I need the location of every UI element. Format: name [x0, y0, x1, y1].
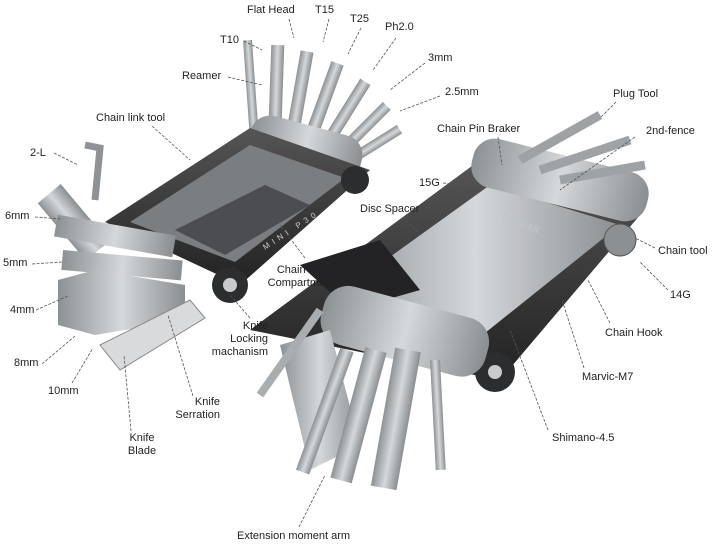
label-2-5mm: 2.5mm	[445, 86, 479, 98]
label-line: Serration	[175, 409, 220, 421]
label-t15: T15	[315, 4, 334, 16]
label-plug-tool: Plug Tool	[613, 88, 659, 100]
label-chain-link-compartment: Chain link Compartment	[258, 264, 344, 290]
label-10mm: 10mm	[48, 385, 79, 397]
label-line: Locking	[230, 333, 268, 345]
label-knife-serration: Knife Serration	[168, 396, 220, 422]
label-shimano-4-5: Shimano-4.5	[552, 432, 615, 444]
label-line: Knife	[242, 320, 268, 332]
label-extension-moment-arm: Extension moment arm	[237, 530, 351, 542]
label-line: machanism	[211, 346, 268, 358]
label-5mm: 5mm	[3, 257, 28, 269]
label-knife-locking-mechanism: Knife Locking machanism	[204, 320, 268, 359]
label-line: Chain link	[276, 264, 326, 276]
left-tool-hex-keys	[37, 141, 206, 371]
label-2nd-fence: 2nd-fence	[646, 125, 695, 137]
label-6mm: 6mm	[5, 210, 30, 222]
right-tool-hex-keys	[256, 285, 490, 491]
label-knife-blade: Knife Blade	[122, 432, 162, 458]
label-line: Blade	[127, 445, 157, 457]
label-14g: 14G	[670, 289, 691, 301]
label-ph2: Ph2.0	[385, 21, 414, 33]
label-4mm: 4mm	[10, 304, 35, 316]
label-chain-link-tool: Chain link tool	[96, 112, 166, 124]
label-t10: T10	[220, 34, 239, 46]
label-3mm: 3mm	[428, 52, 453, 64]
label-disc-spacer: Disc Spacer	[360, 203, 420, 215]
leader-lines	[31, 18, 669, 528]
label-8mm: 8mm	[14, 357, 39, 369]
label-chain-pin-braker: Chain Pin Braker	[437, 123, 521, 135]
label-t25: T25	[350, 13, 369, 25]
label-reamer: Reamer	[182, 70, 222, 82]
label-marvic-m7: Marvic-M7	[582, 371, 634, 383]
label-chain-tool: Chain tool	[658, 245, 708, 257]
label-chain-hook: Chain Hook	[605, 327, 663, 339]
label-flat-head: Flat Head	[247, 4, 295, 16]
label-2-l: 2-L	[30, 147, 46, 159]
label-line: Knife	[194, 396, 220, 408]
label-line: Knife	[129, 432, 155, 444]
label-line: Compartment	[267, 277, 335, 289]
label-15g: 15G	[419, 177, 440, 189]
